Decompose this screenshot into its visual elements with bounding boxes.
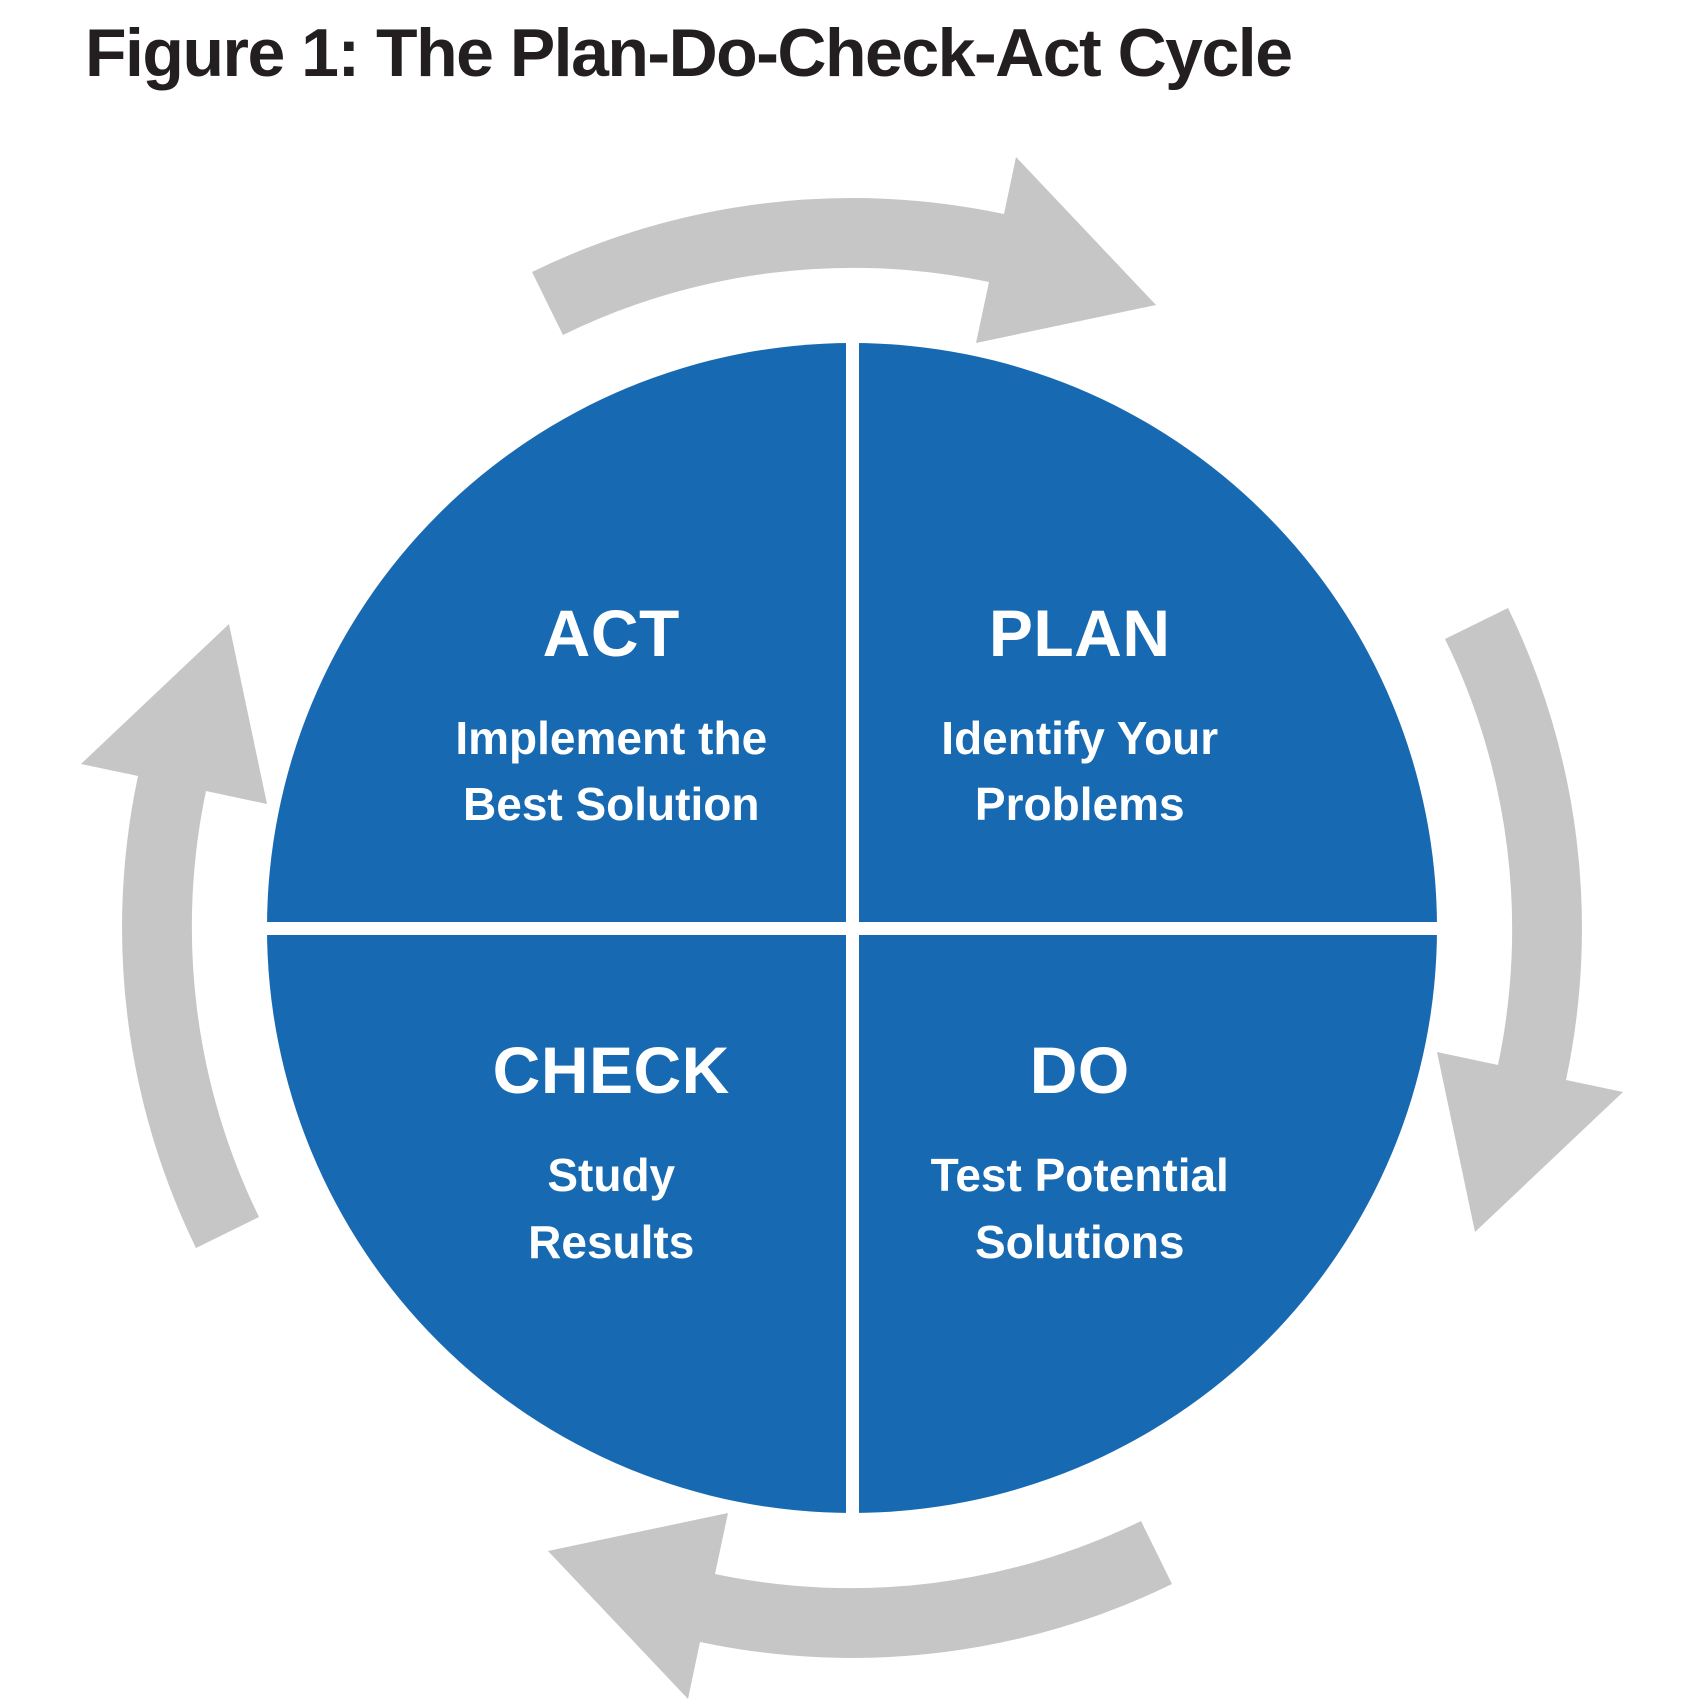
quadrant-plan-label: PLAN — [988, 595, 1171, 670]
quadrant-check-content: CHECK Study Results — [493, 1032, 730, 1275]
quadrant-do-label: DO — [1029, 1033, 1130, 1108]
quadrant-do-content: DO Test Potential Solutions — [900, 1032, 1260, 1275]
clockwise-arrow-left-icon — [81, 624, 267, 1248]
clockwise-arrow-top-icon — [532, 157, 1156, 343]
clockwise-arrow-right-icon — [1437, 608, 1623, 1232]
quadrant-plan-content: PLAN Identify Your Problems — [910, 595, 1250, 838]
quadrant-check-description: Study Results — [528, 1149, 695, 1268]
quadrant-act-content: ACT Implement the Best Solution — [426, 595, 796, 838]
quadrant-plan: PLAN Identify Your Problems — [858, 343, 1437, 922]
figure-title: Figure 1: The Plan-Do-Check-Act Cycle — [85, 15, 1293, 91]
clockwise-arrow-bottom-icon — [548, 1513, 1172, 1699]
quadrant-act-description: Implement the Best Solution — [455, 711, 768, 831]
quadrant-do-description: Test Potential Solutions — [930, 1149, 1229, 1268]
pdca-circle: ACT Implement the Best Solution PLAN Ide… — [267, 343, 1437, 1513]
quadrant-check-label: CHECK — [492, 1033, 730, 1108]
quadrant-plan-description: Identify Your Problems — [941, 711, 1219, 831]
quadrant-act-label: ACT — [542, 595, 680, 670]
